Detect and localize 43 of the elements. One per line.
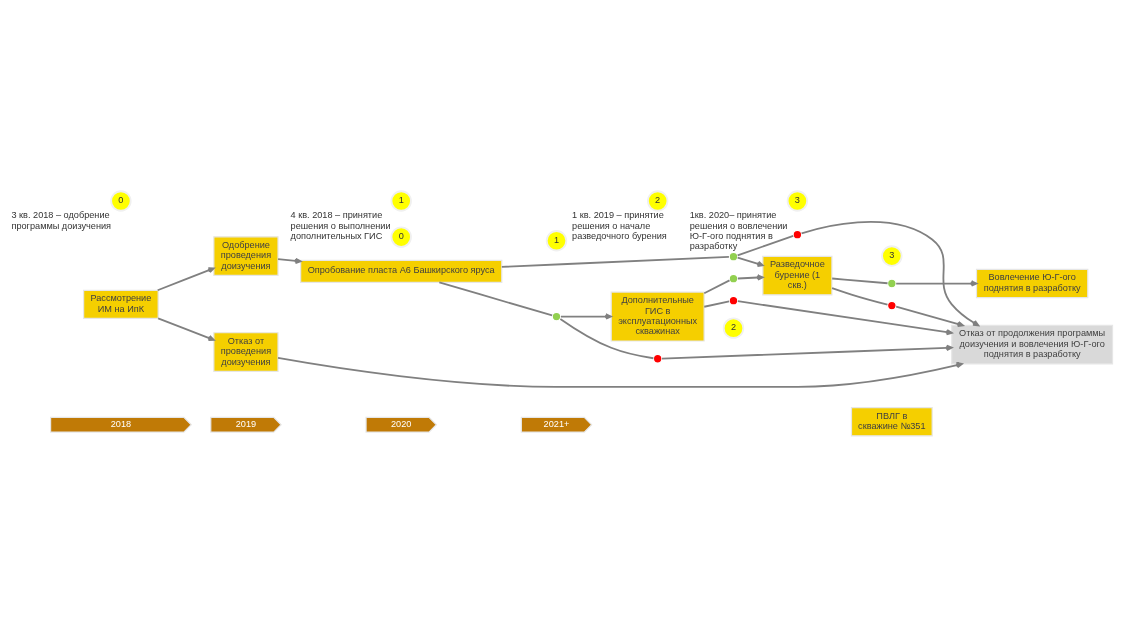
node-circle xyxy=(728,273,739,284)
node-circle: 2 xyxy=(647,189,669,212)
node-box: ПВЛГ в скважине №351 xyxy=(850,406,933,436)
node-circle: 2 xyxy=(722,316,745,339)
node-box: Рассмотрение ИМ на ИпК xyxy=(83,289,159,319)
arrow xyxy=(895,305,964,327)
node-box: Дополнительные ГИС в эксплуатационных скважинах xyxy=(610,291,705,342)
node-label: 1 кв. 2019 – принятие решения о начале разведочного бурения xyxy=(572,209,667,241)
node-box: Вовлечение Ю-Г-ого поднятия в разработку xyxy=(975,268,1089,298)
node-box: Разведочное бурение (1 скв.) xyxy=(762,255,833,295)
connector xyxy=(703,300,731,308)
connector xyxy=(736,234,795,256)
arrow xyxy=(156,266,215,291)
arrow xyxy=(661,344,953,359)
connector xyxy=(703,278,731,294)
connector xyxy=(831,286,889,305)
node-circle xyxy=(886,278,897,288)
node-circle: 1 xyxy=(545,229,568,251)
node-label: 1кв. 2020– принятие решения о вовлечении Ю-Г-ого поднятия в разработку xyxy=(689,209,788,251)
node-circle xyxy=(792,229,803,239)
arrow xyxy=(277,356,963,388)
connector xyxy=(559,317,655,359)
node-circle xyxy=(551,311,562,321)
node-circle xyxy=(652,353,663,364)
node-circle: 0 xyxy=(110,189,132,212)
node-circle: 1 xyxy=(390,189,412,212)
arrow xyxy=(560,312,612,320)
node-circle: 3 xyxy=(786,189,809,212)
connector xyxy=(831,277,889,284)
node-circle xyxy=(886,300,897,310)
node-box: Отказ от проведения доизучения xyxy=(213,331,279,372)
node-box: Одобрение проведения доизучения xyxy=(213,235,279,276)
node-box: Опробование пласта А6 Башкирского яруса xyxy=(300,259,503,283)
node-box: Отказ от продолжения программы доизучения и вовлечения Ю-Г-ого поднятия в разработку xyxy=(951,324,1114,365)
connector xyxy=(438,280,554,316)
node-circle: 3 xyxy=(881,244,903,267)
node-circle xyxy=(728,295,739,306)
connector xyxy=(500,255,730,268)
node-circle xyxy=(728,251,739,262)
arrow xyxy=(157,317,215,341)
node-label: 4 кв. 2018 – принятие решения о выполнении дополнительных ГИС xyxy=(290,209,391,241)
node-label: 3 кв. 2018 – одобрение программы доизучения xyxy=(11,209,112,231)
node-circle: 0 xyxy=(390,225,412,248)
